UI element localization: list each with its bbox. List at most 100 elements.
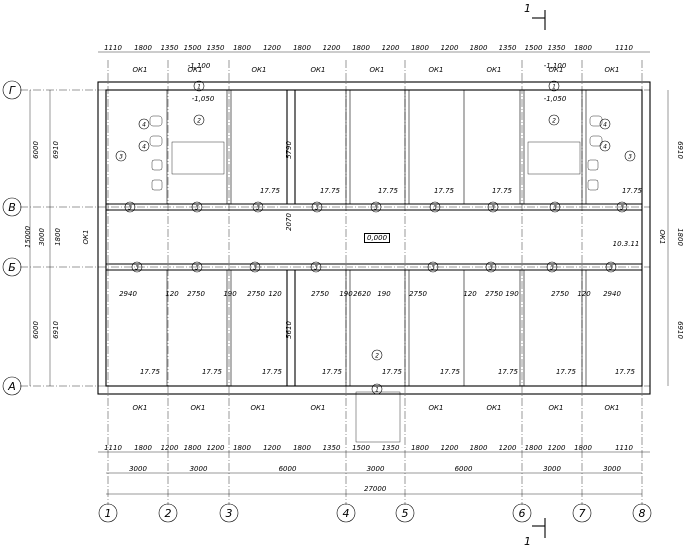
axis-bubble (512, 503, 532, 523)
room-tag: 3 (253, 265, 257, 272)
axis-dimension: 6000 (455, 465, 473, 473)
mid-dimension: 2070 (285, 213, 293, 231)
room-tag-bubble (193, 114, 205, 126)
right-dimension: 1800 (676, 228, 684, 246)
stairs-left (171, 141, 225, 175)
room-tag-bubble (427, 261, 439, 273)
room-tag: 3 (195, 205, 199, 212)
top-dimension: 1800 (411, 44, 429, 52)
bottom-dimension: 1800 (233, 444, 251, 452)
room-tag-bubble (624, 150, 636, 162)
top-dimension: 1350 (207, 44, 225, 52)
room-tag-bubble (124, 201, 136, 213)
room-tag-bubble (131, 261, 143, 273)
axis-number: 8 (639, 507, 646, 520)
room-dimension: 190 (505, 290, 519, 298)
room-dimension: 190 (223, 290, 237, 298)
section-mark-bottom: 1 (524, 535, 531, 548)
bottom-dimension: 1500 (352, 444, 370, 452)
room-tag: 3 (550, 265, 554, 272)
section-mark-top: 1 (524, 2, 531, 15)
room-tag-bubble (549, 201, 561, 213)
room-tag-bubble (599, 118, 611, 130)
room-tag-bubble (191, 261, 203, 273)
room-tag: 3 (314, 265, 318, 272)
bottom-dimension: 1800 (525, 444, 543, 452)
axis-number: 1 (105, 507, 112, 520)
top-dimension: 1500 (525, 44, 543, 52)
top-dimension: 1110 (615, 44, 633, 52)
left-dimension: 6910 (52, 321, 60, 339)
room-dimension: 2620 (353, 290, 371, 298)
window-label: ОК1 (191, 404, 206, 412)
room-area: 17.75 (556, 368, 577, 376)
room-tag-bubble (548, 80, 560, 92)
mid-dimension: 5610 (285, 321, 293, 339)
bottom-dimension: 1350 (382, 444, 400, 452)
left-dimension: 6000 (32, 141, 40, 159)
bottom-dimension: 1800 (411, 444, 429, 452)
room-area: 17.75 (378, 187, 399, 195)
room-tag: 3 (128, 205, 132, 212)
top-dimension: 1500 (184, 44, 202, 52)
room-tag: 4 (603, 144, 607, 151)
window-label: ОК1 (133, 404, 148, 412)
top-dimension: 1350 (499, 44, 517, 52)
room-tag-bubble (548, 114, 560, 126)
room-dimension: 190 (339, 290, 353, 298)
room-tag: 2 (197, 118, 201, 125)
room-tag: 4 (142, 144, 146, 151)
room-dimension: 2750 (551, 290, 569, 298)
bottom-dimension: 1800 (574, 444, 592, 452)
room-dimension: 190 (377, 290, 391, 298)
room-area: 17.75 (262, 368, 283, 376)
room-area: 17.75 (320, 187, 341, 195)
room-dimension: 120 (268, 290, 282, 298)
axis-dimension: 3000 (129, 465, 147, 473)
top-dimension: 1800 (233, 44, 251, 52)
room-area: 17.75 (382, 368, 403, 376)
top-dimension: 1200 (441, 44, 459, 52)
left-dimension: 3000 (38, 228, 46, 246)
window-label: ОК1 (549, 404, 564, 412)
top-dimension: 1350 (161, 44, 179, 52)
axis-dimension: 3000 (367, 465, 385, 473)
room-tag-bubble (138, 118, 150, 130)
room-dimension: 2750 (247, 290, 265, 298)
room-dimension: 120 (165, 290, 179, 298)
bottom-dimension: 1110 (615, 444, 633, 452)
room-tag-bubble (310, 261, 322, 273)
room-dimension: 120 (463, 290, 477, 298)
axis-number: 2 (165, 507, 172, 520)
window-label: ОК1 (429, 66, 444, 74)
room-tag-bubble (311, 201, 323, 213)
lobby-area: 10.3.11 (613, 240, 640, 248)
window-label: ОК1 (311, 66, 326, 74)
room-tag: 1 (197, 84, 201, 91)
axis-number: 7 (579, 507, 586, 520)
stair-level: -1,100 (188, 62, 211, 70)
axis-dimension: 3000 (543, 465, 561, 473)
room-tag: 4 (603, 122, 607, 129)
room-tag: 2 (375, 353, 379, 360)
room-dimension: 2750 (485, 290, 503, 298)
window-label: ОК1 (487, 66, 502, 74)
bottom-dimension: 1110 (104, 444, 122, 452)
bottom-dimension: 1200 (161, 444, 179, 452)
room-tag: 3 (433, 205, 437, 212)
axis-bubble (98, 503, 118, 523)
room-tag: 3 (315, 205, 319, 212)
room-tag-bubble (429, 201, 441, 213)
room-area: 17.75 (440, 368, 461, 376)
room-tag-bubble (193, 80, 205, 92)
top-dimension: 1800 (293, 44, 311, 52)
corridor-walls (106, 203, 642, 271)
axis-bubble (219, 503, 239, 523)
mid-dimension: 5790 (285, 141, 293, 159)
window-label: ОК1 (658, 230, 666, 245)
room-area: 17.75 (498, 368, 519, 376)
stair-level: -1,050 (544, 95, 567, 103)
bottom-dimension: 1200 (499, 444, 517, 452)
room-tag: 3 (628, 154, 632, 161)
top-dimension: 1110 (104, 44, 122, 52)
